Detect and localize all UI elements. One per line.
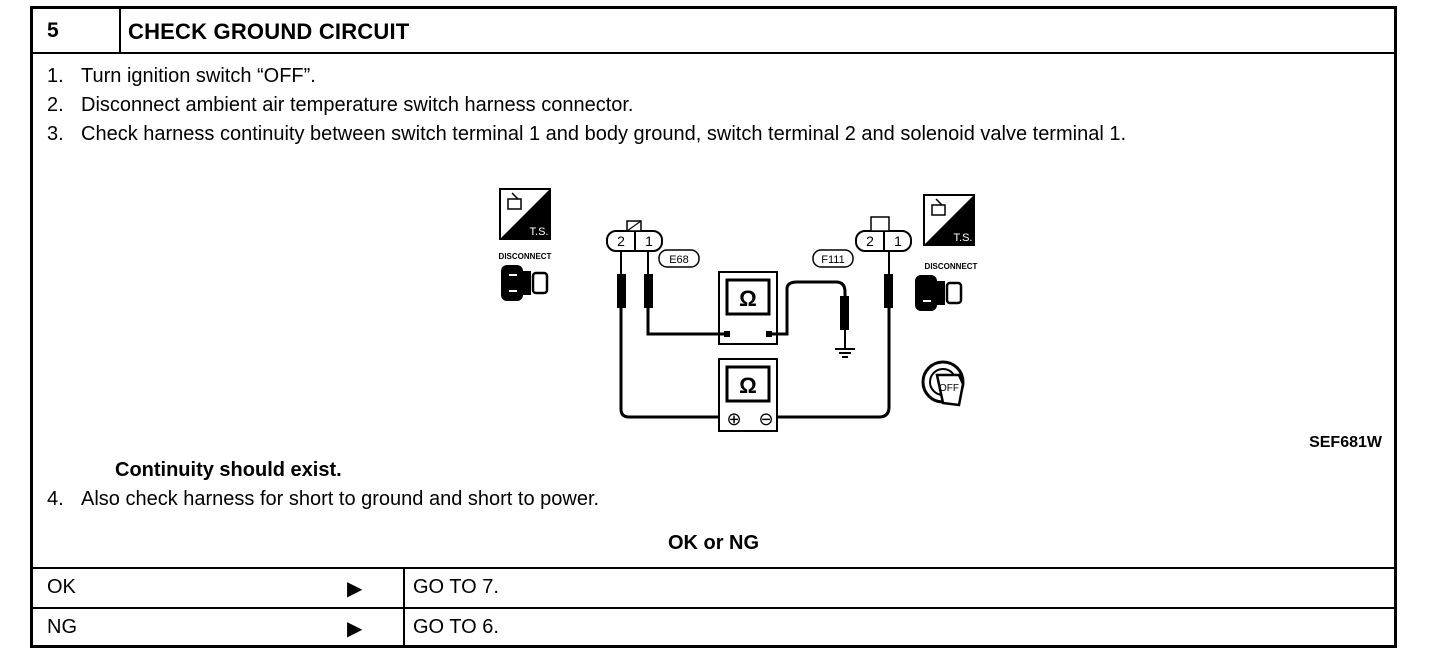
ignition-key-icon: OFF: [921, 360, 965, 407]
instruction-2: 2. Disconnect ambient air temperature swi…: [47, 94, 634, 117]
minus-terminal: ⊖: [758, 409, 773, 429]
specification: Continuity should exist.: [115, 459, 342, 481]
header-divider: [119, 9, 121, 52]
result-label: NG: [47, 616, 77, 638]
terminal-2-label: 2: [866, 233, 874, 249]
disconnect-label-left: DISCONNECT: [499, 252, 552, 261]
instruction-3: 3. Check harness continuity between switc…: [47, 123, 1126, 146]
terminal-1-label: 1: [894, 233, 902, 249]
instruction-text: Turn ignition switch “OFF”.: [81, 65, 316, 87]
connector-id-badge: [812, 249, 854, 268]
wire: [646, 308, 724, 336]
connector-id-f111: F111: [821, 254, 844, 266]
ts-icon-right: T.S.: [923, 194, 975, 246]
instruction-text: Check harness continuity between switch …: [81, 123, 1126, 145]
plus-terminal: ⊕: [726, 409, 741, 429]
ohmmeter-upper: Ω: [718, 271, 778, 345]
result-header: OK or NG: [667, 532, 760, 554]
result-rule: [33, 567, 1394, 569]
ts-label: T.S.: [530, 226, 549, 238]
ohm-symbol: Ω: [739, 286, 757, 311]
result-rule: [33, 607, 1394, 609]
probe: [617, 274, 626, 308]
result-action: GO TO 6.: [413, 616, 499, 638]
ground-symbol: [835, 330, 855, 358]
terminal-1-label: 1: [645, 233, 653, 249]
wire: [619, 308, 719, 419]
ohm-symbol: Ω: [739, 373, 757, 398]
instruction-text: Also check harness for short to ground a…: [81, 488, 600, 510]
disconnect-connector-icon: [501, 265, 549, 301]
instruction-number: 3.: [47, 123, 64, 145]
probe: [644, 274, 653, 308]
instruction-4: 4. Also check harness for short to ground…: [47, 488, 599, 511]
result-label: OK: [47, 576, 76, 598]
step-title: CHECK GROUND CIRCUIT: [128, 19, 410, 44]
ts-icon-left: T.S.: [499, 188, 551, 240]
instruction-1: 1. Turn ignition switch “OFF”.: [47, 65, 316, 88]
connector-f111: 2 1: [855, 216, 912, 252]
result-divider: [403, 567, 405, 645]
ground-probe: [840, 296, 849, 330]
connector-e68: 2 1: [606, 220, 663, 252]
instruction-number: 1.: [47, 65, 64, 87]
wire: [777, 308, 891, 419]
wiring-diagram: T.S. DISCONNECT 2 1 E68: [499, 188, 978, 432]
result-action: GO TO 7.: [413, 576, 499, 598]
wire: [772, 280, 847, 336]
ignition-off-label: OFF: [939, 383, 959, 394]
step-number: 5: [47, 19, 59, 42]
instruction-number: 4.: [47, 488, 64, 510]
header-rule: [33, 52, 1394, 54]
terminal-2-label: 2: [617, 233, 625, 249]
procedure-table: 5 CHECK GROUND CIRCUIT 1. Turn ignition s…: [30, 6, 1397, 648]
arrow-right-icon: ▶: [347, 618, 363, 640]
ts-label: T.S.: [954, 232, 973, 244]
disconnect-connector-icon: [915, 275, 963, 311]
probe: [884, 274, 893, 308]
figure-code: SEF681W: [1309, 434, 1382, 451]
connector-id-e68: E68: [669, 254, 689, 266]
ohmmeter-lower: Ω ⊕ ⊖: [718, 358, 778, 432]
disconnect-label-right: DISCONNECT: [925, 262, 978, 271]
connector-id-badge: [658, 249, 700, 268]
instruction-number: 2.: [47, 94, 64, 116]
instruction-text: Disconnect ambient air temperature switc…: [81, 94, 634, 116]
arrow-right-icon: ▶: [347, 578, 363, 600]
